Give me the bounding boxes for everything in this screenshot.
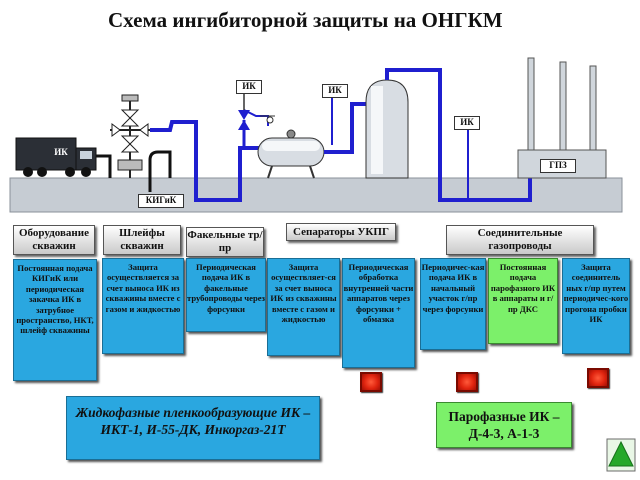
box-well-equipment: Постоянная подача КИГиК или периодическа… xyxy=(13,259,97,381)
box-flare: Периодическая подача ИК в факельные труб… xyxy=(186,258,266,332)
ground-slab xyxy=(9,177,623,213)
box-pig-run: Защита соединитель ных г/пр путем период… xyxy=(562,258,630,354)
red-button[interactable] xyxy=(360,372,382,392)
box-separators-removal: Защита осуществляет-ся за счет выноса ИК… xyxy=(267,258,340,356)
header-flare-pipelines: Факельные тр/пр xyxy=(186,227,264,257)
legend-vapor-phase: Парофазные ИК – Д-4-3, А-1-3 xyxy=(436,402,572,448)
box-flowlines: Защита осуществляется за счет выноса ИК … xyxy=(102,258,184,354)
page-title: Схема ингибиторной защиты на ОНГКМ xyxy=(108,8,503,32)
wellhead-icon xyxy=(110,94,150,178)
red-button[interactable] xyxy=(587,368,609,388)
next-arrow-icon[interactable] xyxy=(606,438,636,472)
header-separators: Сепараторы УКПГ xyxy=(286,223,396,241)
horizontal-separator-icon xyxy=(257,129,325,179)
header-well-equipment: Оборудование скважин xyxy=(13,225,95,255)
flare-ik-tag: ИК xyxy=(236,80,262,94)
flare-valve-icon xyxy=(238,110,250,120)
header-connecting-pipelines: Соединительные газопроводы xyxy=(446,225,594,255)
separator-ik-tag: ИК xyxy=(322,84,348,98)
box-pipeline-injection: Периодичес-кая подача ИК в начальный уча… xyxy=(420,258,486,350)
box-separators-treatment: Периодическая обработка внутренней части… xyxy=(342,258,415,368)
kigik-tag: КИГиК xyxy=(138,194,184,208)
truck-tag: ИК xyxy=(47,146,75,160)
flowline-pipe xyxy=(150,120,262,202)
legend-liquid-phase: Жидкофазные пленкообразующие ИК – ИКТ-1,… xyxy=(66,396,320,460)
plant-schematic xyxy=(9,57,623,213)
box-vapor-injection: Постоянная подача парофазного ИК в аппар… xyxy=(488,258,558,344)
gpz-tag: ГПЗ xyxy=(540,159,576,173)
header-well-flowlines: Шлейфы скважин xyxy=(103,225,181,255)
pipeline-ik-tag: ИК xyxy=(454,116,480,130)
red-button[interactable] xyxy=(456,372,478,392)
vertical-separator-icon xyxy=(365,79,409,179)
